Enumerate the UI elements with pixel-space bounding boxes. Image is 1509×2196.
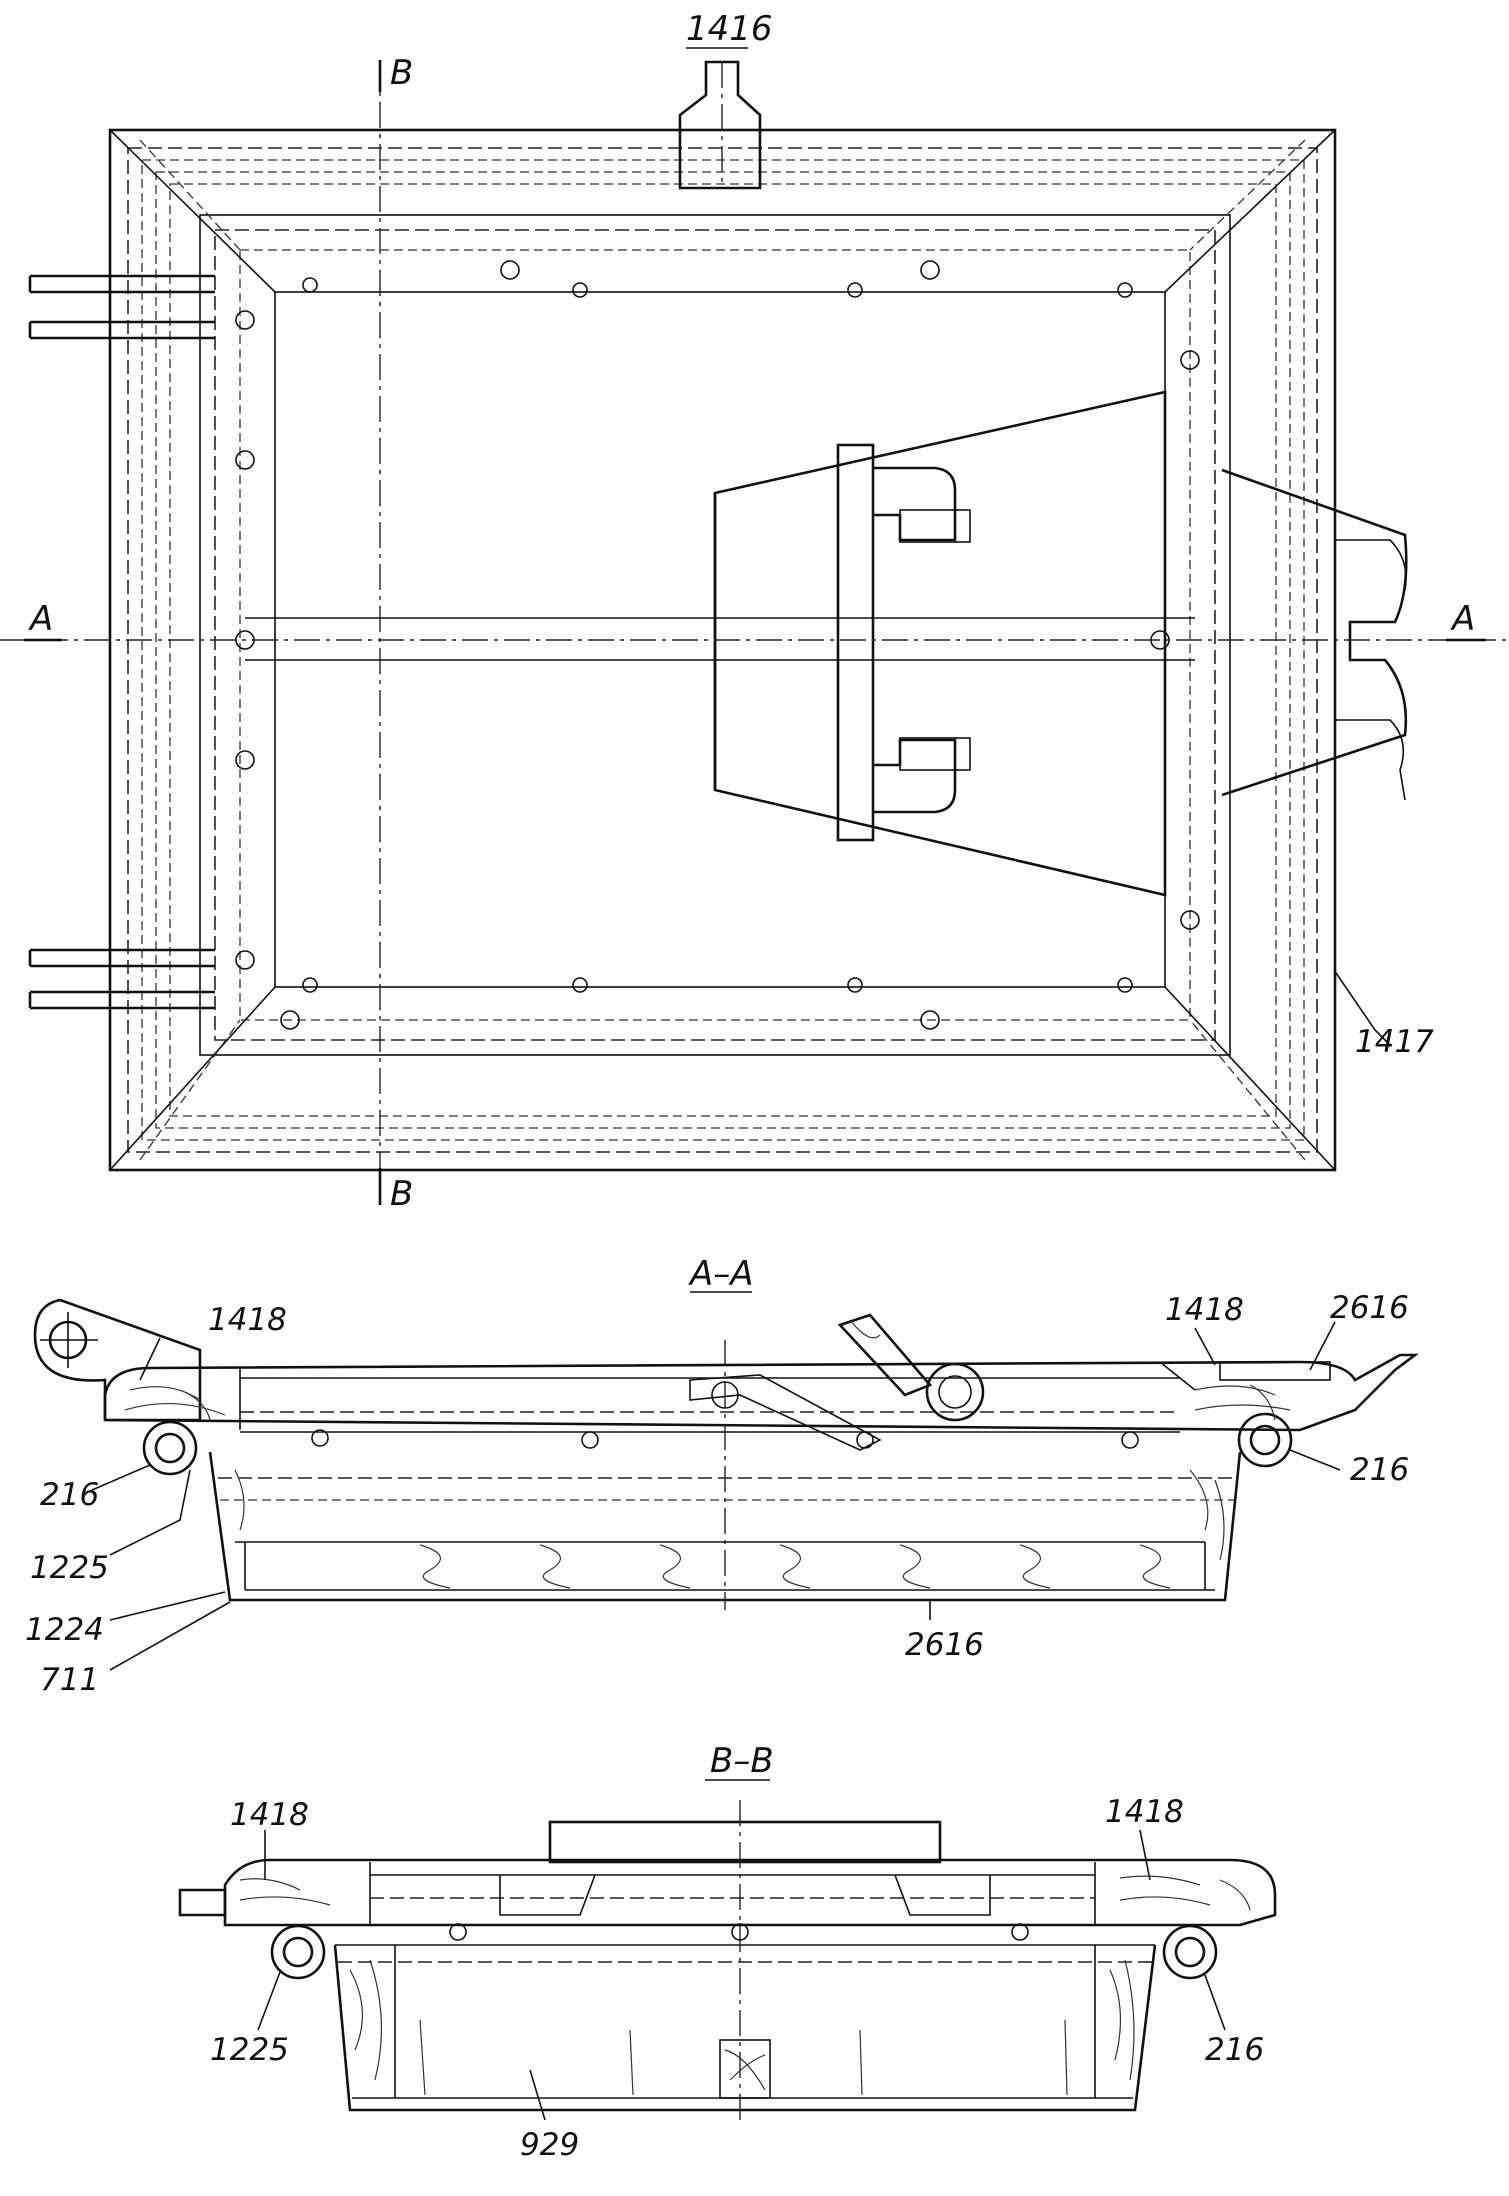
callout-aa-2616-top: 2616 [1330, 1290, 1409, 1326]
outer-frame-inner-line [127, 147, 1318, 1153]
right-bracket-hook [1335, 719, 1406, 801]
leader-bb-929 [529, 2069, 546, 2121]
lid-outline-a [103, 1353, 1419, 1432]
callout-bb-1418-left: 1418 [230, 1797, 309, 1833]
box-center-block-b [719, 2039, 771, 2099]
box-wood-grain-a [234, 1469, 1225, 1589]
roller-right-a [1237, 1412, 1293, 1468]
leader-aa-216-right [1289, 1449, 1341, 1471]
frame-dashed-1 [141, 159, 1305, 1141]
callout-aa-1418-right: 1418 [1165, 1292, 1244, 1328]
callout-aa-1224: 1224 [25, 1612, 104, 1648]
callout-aa-2616-bottom: 2616 [905, 1627, 984, 1663]
leader-aa-711 [109, 1601, 231, 1671]
top-view: 1416 [0, 9, 1509, 1214]
mitre-line-tr [1164, 129, 1336, 293]
lid-wood-hatching-b [239, 1875, 1251, 1911]
leader-aa-1418-left [139, 1337, 161, 1381]
section-a-a: A–A [25, 1254, 1419, 1698]
cut-mark-a-right: A [1450, 599, 1475, 639]
callout-1417: 1417 [1355, 1024, 1434, 1060]
frame-dashed-3 [169, 183, 1277, 1117]
roller-left-b [270, 1924, 326, 1980]
lid-tab-left [178, 1888, 227, 1917]
inner-dashed-1 [239, 249, 1191, 1021]
roller-left-a-inner [154, 1432, 186, 1464]
top-block-b [548, 1820, 942, 1864]
mitre-line-tl [109, 129, 276, 293]
lever-pivot-outer [925, 1362, 985, 1422]
leader-aa-2616-top [1309, 1321, 1336, 1371]
callout-aa-1418-left: 1418 [208, 1302, 287, 1338]
frame-bolts [235, 260, 1200, 1030]
lever-pivot-inner [938, 1375, 972, 1409]
roller-right-b [1162, 1924, 1218, 1980]
section-b-b: B–B [178, 1741, 1277, 2163]
leader-aa-216-left [91, 1464, 151, 1491]
callout-bb-216: 216 [1205, 2032, 1264, 2068]
lid-bolts-b [449, 1923, 1029, 1941]
roller-left-a [142, 1420, 198, 1476]
left-rods-lower [28, 948, 215, 1010]
leader-aa-1418-right [1194, 1327, 1216, 1366]
mitre-dash-br [1189, 1019, 1306, 1161]
callout-bb-1418-right: 1418 [1105, 1794, 1184, 1830]
leader-1417 [1333, 969, 1391, 1046]
top-view-label: 1416 [686, 9, 773, 49]
leader-bb-1418-right [1139, 1829, 1151, 1881]
leader-bb-1225 [257, 1971, 281, 2031]
lid-outline-b [223, 1858, 1277, 1927]
chute-bracket-lower-plate [899, 737, 971, 771]
mitre-dash-tr [1189, 139, 1306, 251]
top-hinge-lug [678, 60, 762, 190]
outer-frame [108, 128, 1337, 1172]
roller-left-b-inner [282, 1936, 314, 1968]
box-body-b [333, 1944, 1157, 2112]
chute-hinge-bar [836, 443, 875, 842]
callout-aa-216-right: 216 [1350, 1452, 1409, 1488]
chute-bracket-upper [873, 466, 957, 542]
mitre-dash-tl [139, 139, 241, 251]
leader-aa-1224 [109, 1591, 226, 1621]
roller-right-a-inner [1249, 1424, 1281, 1456]
right-bracket-inner-upper [1335, 539, 1407, 591]
inner-opening [199, 214, 1231, 1056]
leader-bb-216 [1204, 1974, 1226, 2031]
mitre-line-br [1164, 986, 1336, 1171]
cut-mark-b-bottom: B [390, 1174, 413, 1214]
lid-bracket-left-b [499, 1874, 596, 1916]
section-b-title: B–B [710, 1741, 774, 1781]
section-a-title: A–A [688, 1254, 754, 1294]
chute-bracket-upper-plate [899, 509, 971, 543]
cut-mark-b-top: B [390, 53, 413, 93]
cut-mark-a-left: A [28, 599, 53, 639]
lid-bracket-right-b [894, 1874, 991, 1916]
inner-opening-dashed [214, 229, 1216, 1041]
mitre-dash-bl [139, 1019, 241, 1161]
right-side-bracket [1221, 468, 1408, 797]
callout-bb-929: 929 [520, 2127, 579, 2163]
leader-aa-1225 [109, 1469, 191, 1556]
mitre-line-bl [109, 986, 276, 1171]
callout-aa-1225: 1225 [30, 1550, 109, 1586]
lever-handle [837, 1313, 933, 1397]
roller-right-b-inner [1174, 1936, 1206, 1968]
lever-plate [689, 1374, 882, 1451]
lid-right-incline [1159, 1361, 1196, 1391]
chute-bracket-lower [873, 738, 957, 814]
lid-right-hatched-strip [1219, 1361, 1331, 1381]
left-rods-upper [28, 274, 215, 340]
frame-dashed-2 [155, 171, 1291, 1129]
callout-bb-1225: 1225 [210, 2032, 289, 2068]
callout-aa-216-left: 216 [40, 1477, 99, 1513]
box-wood-grain-b [349, 1959, 1135, 2096]
chute-trapezoid [713, 390, 1167, 897]
lid-wood-hatching-a [124, 1384, 1291, 1421]
hinge-ear-left [33, 1298, 202, 1422]
callout-aa-711: 711 [40, 1662, 99, 1698]
lever-hatch [849, 1319, 881, 1339]
box-body-a [208, 1451, 1242, 1602]
